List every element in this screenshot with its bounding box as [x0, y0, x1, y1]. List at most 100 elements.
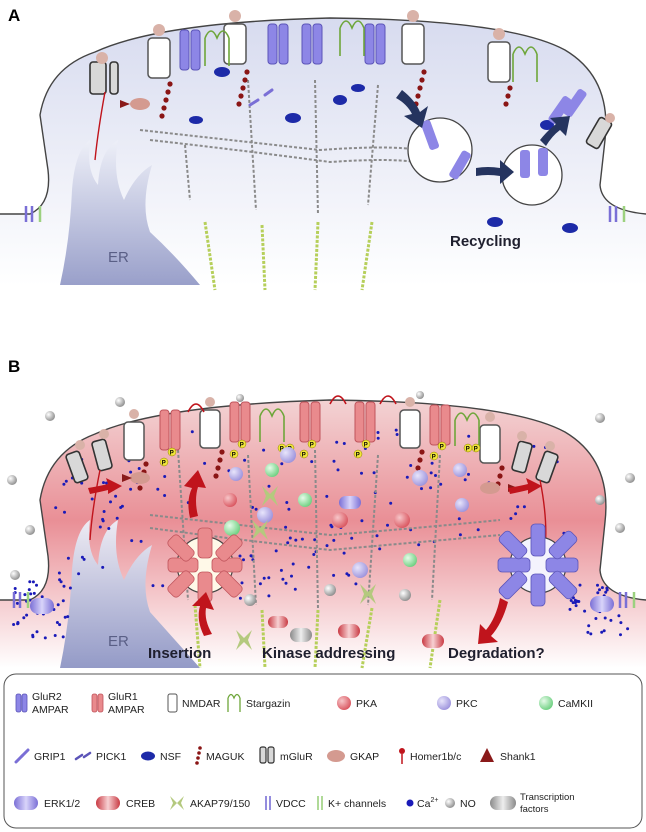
- calcium-dot: [163, 494, 167, 497]
- calcium-dot: [602, 629, 606, 633]
- calcium-dot: [394, 428, 398, 432]
- panel-a: A ER: [0, 6, 646, 291]
- legend-glur2-line2: AMPAR: [32, 704, 69, 716]
- psd-scaffold-a: [139, 79, 421, 216]
- calcium-dot: [31, 580, 35, 584]
- calcium-dot: [163, 475, 167, 478]
- panel-b-letter: B: [8, 357, 20, 376]
- legend-pick1: PICK1: [96, 751, 127, 763]
- actin-filaments-a: [203, 221, 374, 291]
- calcium-dot: [509, 517, 513, 520]
- calcium-dot: [249, 554, 253, 558]
- calcium-dot: [354, 582, 358, 586]
- calcium-dot: [604, 590, 608, 594]
- calcium-dot: [605, 586, 609, 590]
- calcium-dot: [619, 621, 623, 625]
- phospho-letter: P: [240, 443, 244, 449]
- calcium-dot: [98, 525, 102, 529]
- mglur-a-right: [585, 113, 615, 150]
- calcium-dot: [280, 462, 284, 466]
- calcium-dot: [342, 442, 346, 445]
- calcium-dot: [609, 618, 613, 622]
- calcium-dot: [568, 607, 572, 611]
- legend-nsf: NSF: [160, 751, 181, 763]
- calcium-dot: [190, 430, 194, 434]
- calcium-dot: [332, 459, 336, 463]
- calcium-dot: [262, 448, 266, 452]
- calcium-dot: [82, 557, 86, 561]
- calcium-dot: [258, 582, 262, 586]
- akap-b: [236, 486, 376, 650]
- calcium-dot: [43, 636, 47, 640]
- calcium-dot: [15, 601, 19, 605]
- calcium-dot: [430, 461, 434, 465]
- calcium-dot: [63, 615, 67, 619]
- nmdar-a3: [401, 10, 425, 65]
- calcium-dot: [596, 591, 600, 595]
- calcium-dot: [61, 599, 65, 603]
- vesicle-receptors-a: [421, 89, 587, 180]
- phospho-letter: P: [302, 453, 306, 459]
- calcium-dot: [77, 572, 81, 576]
- calcium-dot: [137, 467, 141, 470]
- grip1-icon: [14, 748, 30, 764]
- calcium-dot: [120, 504, 124, 508]
- ampar-glur1-b: [159, 401, 451, 451]
- calcium-dot: [294, 538, 298, 542]
- panel-b: B ER: [0, 357, 646, 669]
- mglur-b-left: [65, 429, 113, 484]
- calcium-dot: [262, 576, 266, 580]
- phospho-letter: P: [466, 447, 470, 453]
- legend-calcium-sup: 2+: [430, 797, 438, 804]
- calcium-dot: [467, 434, 471, 438]
- calcium-dot: [626, 627, 630, 631]
- no-icon: [445, 798, 455, 808]
- calcium-dot: [284, 525, 288, 529]
- kinases-b: [223, 447, 469, 606]
- calcium-dot: [395, 433, 399, 436]
- calcium-dot: [66, 556, 70, 560]
- calcium-dot: [102, 510, 106, 513]
- spine-membrane-a: [0, 18, 646, 286]
- calcium-dot: [59, 580, 63, 584]
- nmdar-icon: [167, 693, 178, 713]
- calcium-dot: [332, 573, 336, 577]
- calcium-dot: [417, 543, 421, 547]
- channels-b-right: [618, 592, 636, 608]
- homer-icon: [399, 748, 405, 764]
- calcium-dot: [325, 494, 329, 498]
- calcium-dot: [238, 554, 242, 558]
- phospho-letter: P: [232, 453, 236, 459]
- calcium-dot: [109, 500, 112, 504]
- stargazin-icon: [227, 693, 241, 712]
- calcium-dot: [376, 431, 380, 434]
- phospho-dot: [299, 449, 309, 459]
- calcium-dot: [56, 603, 60, 607]
- phospho-dot: [167, 447, 177, 457]
- calcium-dot: [107, 527, 111, 530]
- channels-a-left: [24, 206, 42, 222]
- ampar-glur1-icon: [91, 693, 104, 713]
- calcium-dot: [32, 591, 36, 595]
- legend-grip1: GRIP1: [34, 751, 66, 763]
- pills-b: [30, 496, 614, 648]
- transcription-factor-icon: [490, 796, 516, 810]
- calcium-dot: [238, 596, 242, 600]
- calcium-dot: [583, 609, 587, 613]
- calcium-dot: [61, 635, 65, 639]
- calcium-dot: [600, 630, 604, 634]
- calcium-dot: [574, 604, 578, 608]
- calcium-dot: [242, 558, 245, 562]
- calcium-dot: [63, 510, 66, 514]
- legend-row-3: ERK1/2 CREB AKAP79/150 VDCC K+ channels …: [14, 792, 575, 815]
- legend-frame: [3, 673, 643, 829]
- channels-b-left: [12, 592, 30, 608]
- calcium-dot: [90, 497, 94, 501]
- calcium-dot: [115, 516, 119, 520]
- calcium-dot: [54, 506, 58, 510]
- legend-glur2-line1: GluR2: [32, 691, 62, 703]
- calcium-dot: [243, 458, 247, 462]
- panel-a-letter: A: [8, 6, 20, 25]
- ampar-glur2-icon: [15, 693, 28, 713]
